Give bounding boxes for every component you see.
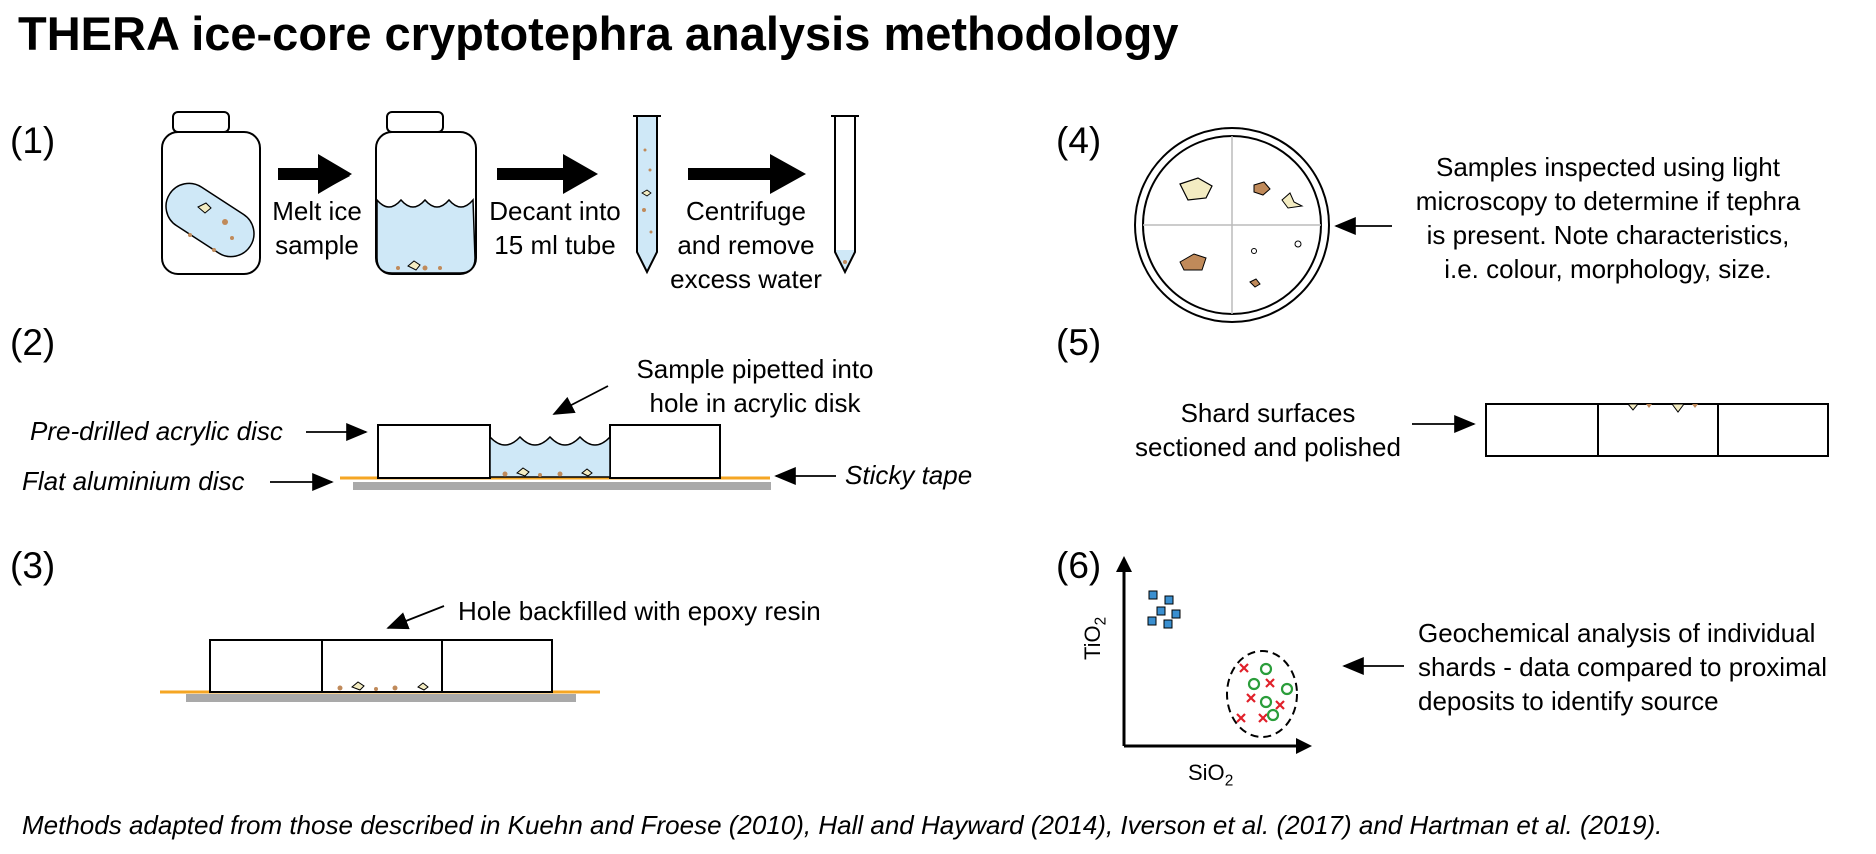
polished-disc — [1485, 403, 1829, 457]
geochemical-label: Geochemical analysis of individual shard… — [1418, 618, 1827, 716]
step-1-label: (1) — [10, 120, 56, 161]
jar-ice — [161, 111, 261, 275]
acrylic-disc-assembly — [340, 424, 771, 490]
acrylic-disc-label: Pre-drilled acrylic disc — [30, 416, 283, 446]
arrow-decant — [497, 154, 598, 194]
pipetted-label: Sample pipetted into hole in acrylic dis… — [636, 354, 874, 418]
step-6-label: (6) — [1056, 545, 1102, 586]
green-circles — [1247, 662, 1294, 722]
decant-label: Decant into 15 ml tube — [489, 196, 621, 260]
step-4-label: (4) — [1056, 120, 1102, 161]
backfill-label: Hole backfilled with epoxy resin — [458, 596, 821, 626]
arrow-centrifuge — [688, 154, 806, 194]
page-title: THERA ice-core cryptotephra analysis met… — [18, 7, 1179, 60]
microscopy-label: Samples inspected using light microscopy… — [1415, 152, 1801, 284]
sticky-tape-label: Sticky tape — [845, 460, 973, 490]
microscope-view — [1134, 127, 1330, 323]
melt-ice-label: Melt ice sample — [272, 196, 362, 260]
footer-citation: Methods adapted from those described in … — [22, 810, 1663, 840]
sectioned-label: Shard surfaces sectioned and polished — [1135, 398, 1401, 462]
tube-centrifuged — [831, 115, 859, 275]
step-5-label: (5) — [1056, 322, 1102, 363]
backfill-arrow — [386, 605, 445, 630]
geochem-scatter — [1116, 556, 1312, 754]
x-axis-label: SiO2 — [1188, 760, 1234, 790]
arrow-melt-head — [278, 154, 352, 194]
step-3-label: (3) — [10, 545, 56, 586]
blue-cluster — [1147, 590, 1181, 629]
aluminium-disc-label: Flat aluminium disc — [22, 466, 245, 496]
tube-15ml — [633, 115, 661, 275]
centrifuge-label: Centrifuge and remove excess water — [670, 196, 822, 294]
red-crosses — [1236, 663, 1285, 723]
jar-melted — [375, 111, 477, 275]
epoxy-disc-assembly — [160, 639, 600, 702]
step-2-label: (2) — [10, 322, 56, 363]
pipetted-arrow — [552, 385, 609, 415]
